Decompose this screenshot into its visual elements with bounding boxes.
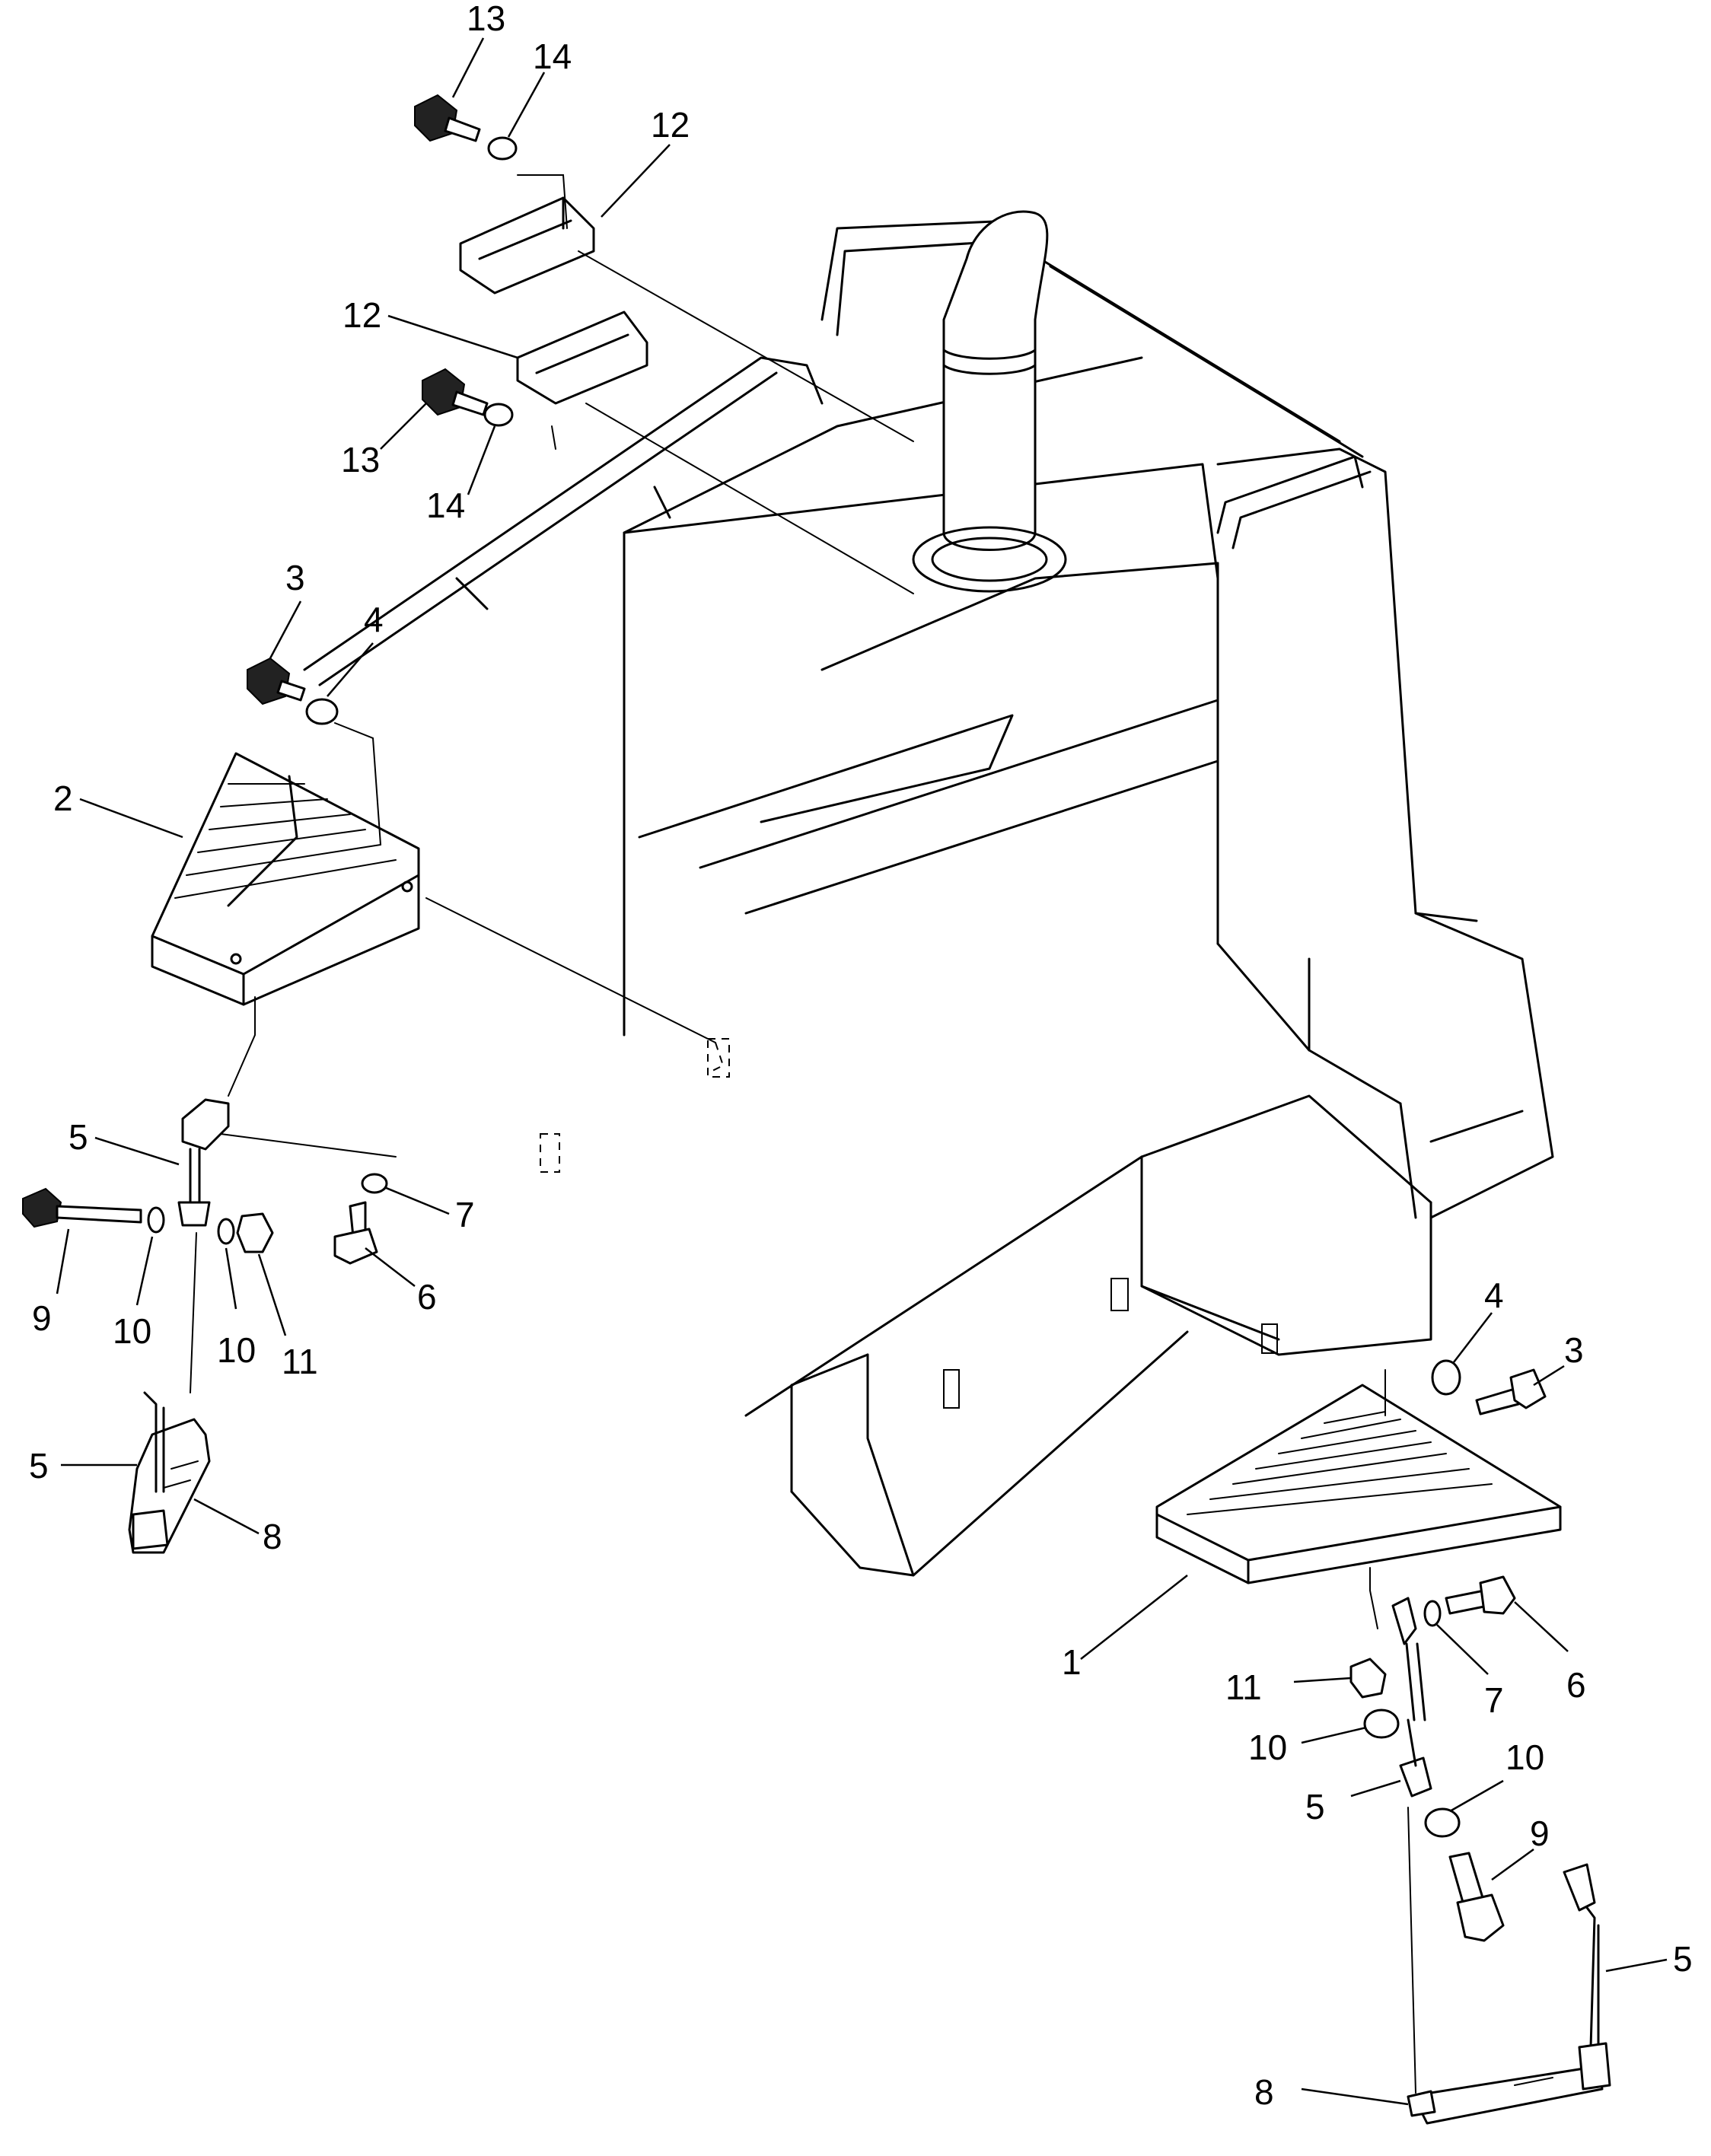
washer-10-left-a — [147, 1206, 165, 1234]
callout-14-lower: 14 — [426, 486, 465, 525]
callout-8-right: 8 — [1254, 2072, 1274, 2112]
bolt-9-left — [22, 1187, 142, 1228]
machine-body — [623, 356, 1554, 1577]
callout-4-upper: 4 — [364, 600, 384, 639]
bolt-3-right — [1475, 1368, 1547, 1416]
bolt-13-lower — [422, 368, 489, 416]
guide-lines — [190, 174, 1416, 2094]
callout-11-left: 11 — [282, 1342, 318, 1381]
washer-4-upper — [305, 698, 339, 725]
step-1 — [1155, 1384, 1562, 1584]
callout-5-left-upper: 5 — [69, 1117, 88, 1157]
callout-3-upper: 3 — [285, 558, 305, 597]
washer-10-right-b — [1424, 1807, 1461, 1838]
callout-7-right: 7 — [1484, 1680, 1504, 1720]
handle-12-lower — [516, 311, 648, 405]
bolt-3-upper — [247, 657, 306, 705]
washer-7-left — [361, 1173, 388, 1194]
bolt-9-right — [1448, 1852, 1505, 1942]
callout-10-left-a: 10 — [113, 1311, 151, 1351]
callout-12-lower: 12 — [343, 295, 381, 335]
washer-14-upper — [487, 136, 518, 161]
bracket-5-left-upper — [177, 1098, 230, 1227]
callout-2: 2 — [53, 779, 73, 818]
nut-11-right — [1349, 1658, 1387, 1699]
callout-labels: 13 14 12 12 13 14 3 4 2 5 7 6 9 10 10 11… — [29, 0, 1693, 2112]
callout-4-right: 4 — [1484, 1275, 1504, 1315]
callout-11-right: 11 — [1225, 1667, 1262, 1707]
rung-8-right — [1407, 1863, 1611, 2125]
washer-10-left-b — [217, 1218, 235, 1245]
washer-7-right — [1423, 1600, 1442, 1627]
callout-5-right-lower: 5 — [1673, 1939, 1693, 1979]
callout-12-upper: 12 — [651, 105, 690, 145]
callout-7-left: 7 — [455, 1195, 475, 1234]
callout-10-right-a: 10 — [1248, 1728, 1287, 1767]
callout-9-left: 9 — [32, 1298, 52, 1338]
washer-10-right-a — [1363, 1709, 1400, 1739]
callout-5-right-upper: 5 — [1305, 1787, 1325, 1826]
callout-14-upper: 14 — [533, 37, 572, 76]
bolt-6-right — [1445, 1575, 1516, 1615]
callout-6-right: 6 — [1566, 1665, 1586, 1705]
bolt-6-left — [333, 1201, 378, 1265]
bracket-5-right-upper — [1391, 1597, 1432, 1798]
callout-6-left: 6 — [417, 1277, 437, 1317]
nut-11-left — [236, 1212, 274, 1253]
callout-10-right-b: 10 — [1505, 1737, 1544, 1777]
leader-lines — [56, 37, 1668, 2106]
callout-10-left-b: 10 — [217, 1330, 256, 1370]
washer-14-lower — [483, 403, 514, 427]
callout-1: 1 — [1062, 1642, 1082, 1682]
rung-8-left — [128, 1391, 211, 1554]
mount-brackets — [540, 1038, 1278, 1409]
callout-9-right: 9 — [1530, 1814, 1550, 1853]
callout-8-left: 8 — [263, 1517, 282, 1556]
callout-13-lower: 13 — [341, 440, 380, 479]
handrails — [303, 219, 1372, 686]
bolt-13-upper — [414, 94, 481, 142]
callout-13-upper: 13 — [467, 0, 505, 38]
exhaust-pipe — [912, 210, 1067, 593]
callout-5-left-lower: 5 — [29, 1446, 49, 1486]
washer-4-right — [1431, 1359, 1461, 1396]
callout-3-right: 3 — [1564, 1330, 1584, 1370]
handle-12-upper — [459, 196, 595, 295]
step-2 — [151, 752, 420, 1006]
